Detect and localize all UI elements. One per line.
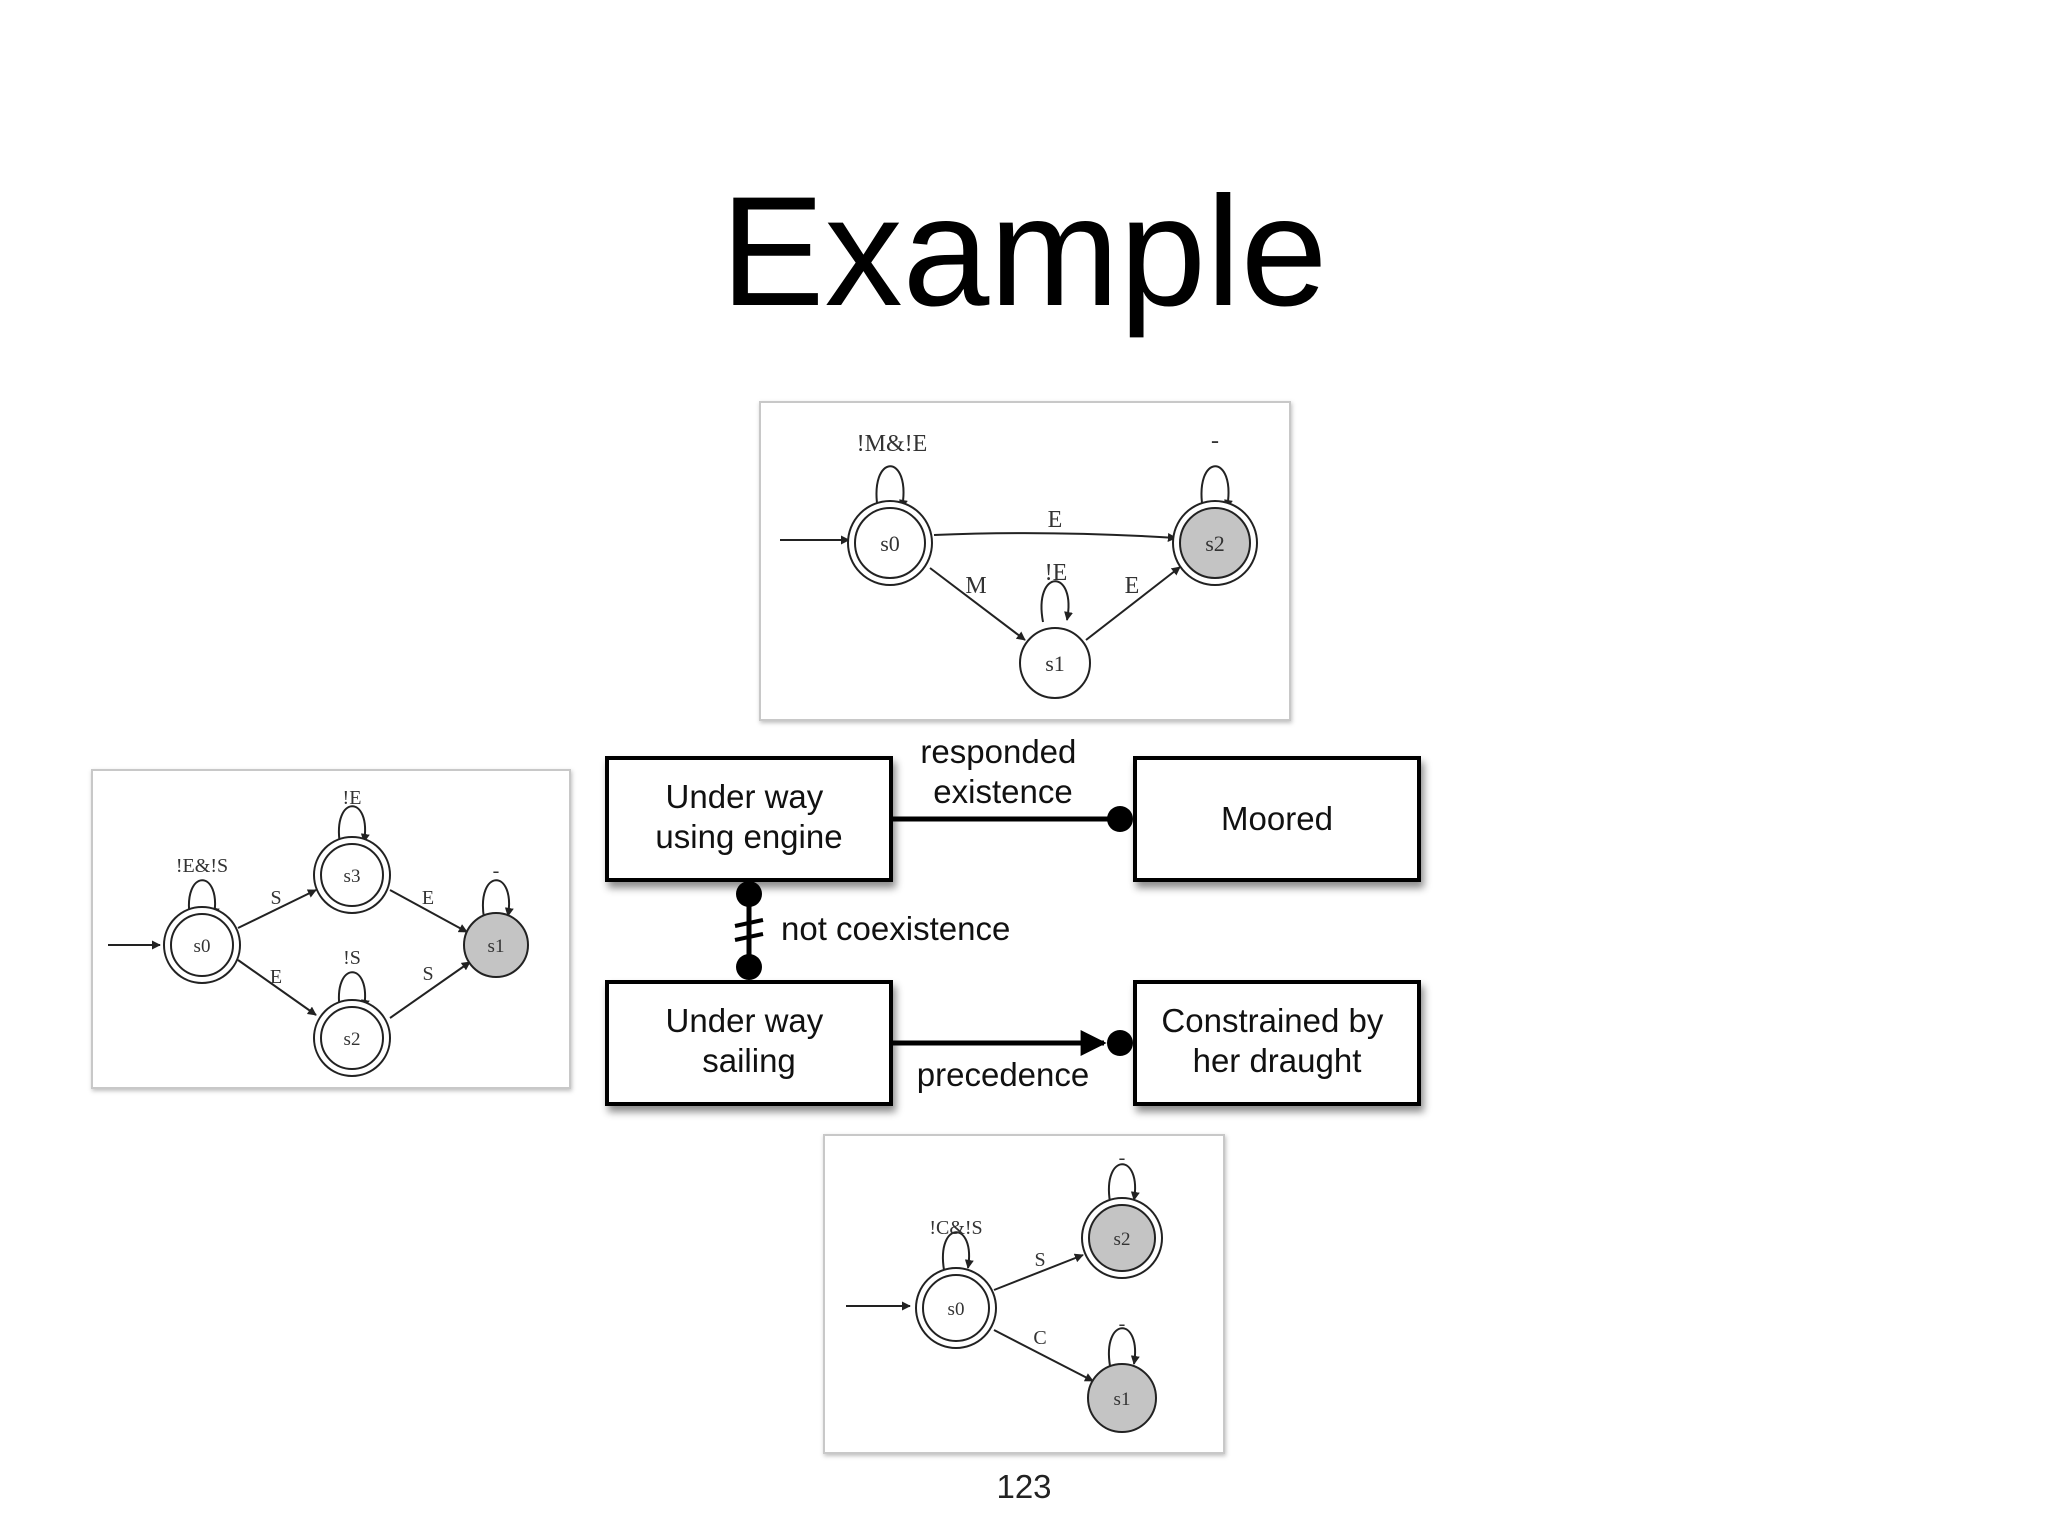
state-s0: s0 [847,500,933,586]
constraint-label-line2: existence [933,773,1072,810]
label-s0-s1: M [965,573,986,599]
constraint-label: precedence [917,1056,1089,1093]
loop-s0 [941,1231,974,1271]
state-label: s3 [344,866,361,887]
state-label: s1 [1114,1389,1131,1410]
activity-constrained-by-draught: Constrained by her draught [1133,980,1421,1106]
loop-s1 [481,879,514,919]
activity-label-line1: Under way [666,1002,824,1039]
crossbar [734,932,764,942]
edge-s0-s3 [237,889,317,929]
automaton-left: s0 s3 s2 s1 !E&!S !E !S - S E E S [91,769,571,1089]
declare-model: Under way using engine Moored Under way … [605,733,1421,1106]
state-s3: s3 [313,836,391,914]
edge-s0-s1 [993,1329,1094,1382]
activity-label-line2: using engine [655,818,842,855]
slide-title: Example [721,165,1328,339]
activity-under-way-sailing: Under way sailing [605,980,893,1106]
edge-s3-s1 [389,889,468,933]
automaton-bottom: s0 s2 s1 !C&!S S C - - [823,1134,1225,1454]
state-s1: s1 [1087,1363,1157,1433]
label-s0-s3: S [270,887,281,909]
state-label: s2 [1205,531,1225,556]
automaton-top: s0 s1 s2 !M&!E E M !E E - [759,401,1291,721]
automaton-top-edges [780,465,1233,641]
label-s0-s2: E [270,966,282,988]
loop-s2 [337,971,370,1011]
label-s0-s1: C [1033,1327,1046,1349]
activity-label-line2: her draught [1193,1042,1362,1079]
state-label: s1 [1045,651,1065,676]
state-label: s0 [194,936,211,957]
state-label: s0 [880,531,900,556]
state-s0: s0 [163,906,241,984]
state-label: s2 [344,1029,361,1050]
edge-s0-s2 [237,959,317,1016]
label-s0-s2: S [1034,1249,1045,1271]
activity-label: Under way using engine [655,778,842,855]
activity-label: Moored [1221,800,1333,837]
label-s3-s1: E [422,887,434,909]
state-s1: s1 [1019,627,1091,699]
activity-label-line2: sailing [702,1042,796,1079]
label-s1-loop: - [1119,1313,1126,1335]
page-number: 123 [996,1468,1051,1505]
state-s2: s2 [1081,1197,1163,1279]
constraint-dot [1107,806,1133,832]
edge-s2-s1 [389,961,471,1019]
activity-moored: Moored [1133,756,1421,882]
label-s2-loop: - [1211,428,1219,454]
state-s1: s1 [463,912,529,978]
automaton-bottom-panel [823,1134,1225,1454]
crossbar [734,918,764,928]
loop-s1 [1040,580,1073,623]
label-s2-s1: S [422,963,433,985]
label-s2-loop: - [1119,1147,1126,1169]
state-label: s2 [1114,1229,1131,1250]
activity-label-line1: Constrained by [1161,1002,1383,1039]
edge-s0-s2 [933,532,1177,542]
activity-label: Under way sailing [666,1002,833,1079]
label-s0-loop: !E&!S [176,855,228,877]
state-label: s1 [488,936,505,957]
constraint-precedence: precedence [891,1030,1133,1093]
label-s0-loop: !C&!S [929,1217,982,1239]
loop-s2 [1107,1163,1140,1203]
edge-s0-s1 [929,567,1026,641]
state-s0: s0 [915,1267,997,1349]
activity-label-line1: Under way [666,778,824,815]
constraint-responded-existence: responded existence [891,733,1133,832]
label-s2-loop: !S [343,947,361,969]
loop-s0 [875,465,908,511]
edge-s1-s2 [1085,566,1181,641]
label-s3-loop: !E [343,787,362,809]
state-label: s0 [948,1299,965,1320]
constraint-label: not coexistence [781,910,1010,947]
loop-s3 [337,805,370,845]
loop-s0 [187,879,220,919]
constraint-not-coexistence: not coexistence [734,881,1010,980]
constraint-label-line1: responded [920,733,1076,770]
activity-label: Constrained by her draught [1161,1002,1392,1079]
activity-under-way-engine: Under way using engine [605,756,893,882]
constraint-dot-bottom [736,954,762,980]
state-s2: s2 [313,999,391,1077]
state-s2: s2 [1172,500,1258,586]
label-s1-loop: - [493,860,500,882]
label-s1-s2: E [1125,573,1140,599]
loop-s2 [1200,465,1233,511]
label-s0-loop: !M&!E [857,431,928,457]
label-s1-loop: !E [1045,560,1068,586]
label-s0-s2: E [1048,507,1063,533]
constraint-dot-top [736,881,762,907]
loop-s1 [1107,1327,1140,1367]
constraint-dot [1107,1030,1133,1056]
edge-s0-s2 [993,1253,1084,1291]
constraint-label: responded existence [920,733,1085,810]
